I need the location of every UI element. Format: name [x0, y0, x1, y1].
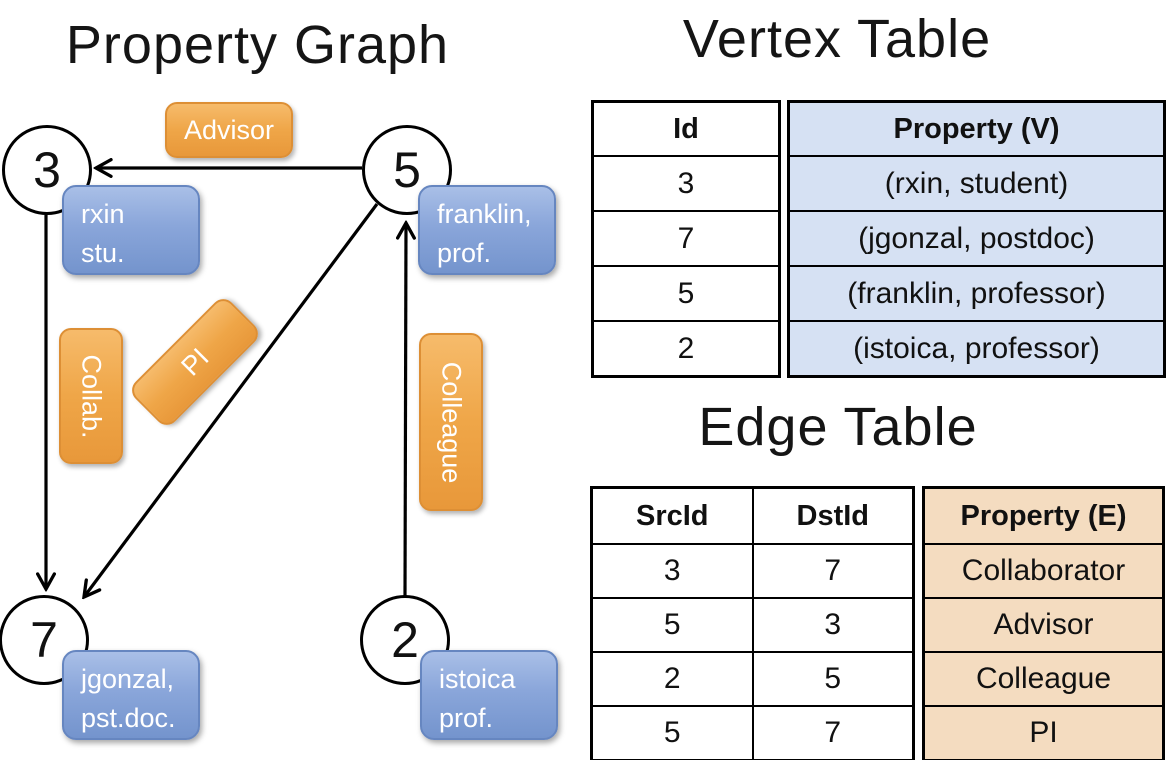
node-3-label: 3 [33, 142, 61, 198]
vertex-property-line: prof. [437, 238, 492, 269]
edge-property-cell: Advisor [925, 597, 1162, 651]
edge-dstid-column: DstId 7 3 5 7 [751, 489, 912, 759]
vertex-property-box-franklin: franklin, prof. [418, 185, 556, 275]
edge-property-column: Property (E) Collaborator Advisor Collea… [922, 486, 1165, 760]
edge-label-advisor: Advisor [165, 102, 293, 158]
edge-label-collab-text: Collab. [76, 353, 107, 439]
vertex-id-column: Id 3 7 5 2 [591, 100, 781, 378]
edge-srcid-header: SrcId [635, 499, 709, 532]
vertex-property-cell: (istoica, professor) [790, 320, 1163, 375]
node-7-label: 7 [30, 612, 58, 668]
node-5-label: 5 [393, 142, 421, 198]
edge-dstid-cell: 3 [753, 597, 912, 651]
vertex-property-header: Property (V) [790, 103, 1163, 155]
vertex-table: Id 3 7 5 2 Property (V) (rxin, student) … [591, 100, 1166, 378]
node-2-label: 2 [391, 612, 419, 668]
vertex-property-box-jgonzal: jgonzal, pst.doc. [62, 650, 200, 740]
vertex-property-line: prof. [439, 703, 494, 734]
edge-srcid-cell: 5 [593, 597, 752, 651]
edge-label-pi-text: PI [175, 342, 215, 382]
edge-5-to-7-pi [84, 203, 379, 597]
vertex-id-cell: 7 [594, 210, 778, 265]
edge-srcid-column: SrcId 3 5 2 5 [593, 489, 752, 759]
edge-srcid-cell: 5 [593, 705, 752, 759]
vertex-property-line: jgonzal, [81, 664, 175, 694]
edge-dstid-cell: 7 [753, 543, 912, 597]
vertex-table-title: Vertex Table [682, 9, 992, 69]
vertex-property-cell: (jgonzal, postdoc) [790, 210, 1163, 265]
edge-dstid-header: DstId [796, 499, 870, 532]
property-graph-title: Property Graph [65, 15, 450, 75]
vertex-id-cell: 5 [594, 265, 778, 320]
vertex-property-line: franklin, [437, 199, 532, 229]
edge-property-cell: Colleague [925, 651, 1162, 705]
edge-label-colleague: Colleague [419, 333, 483, 511]
vertex-property-cell: (rxin, student) [790, 155, 1163, 210]
vertex-property-cell: (franklin, professor) [790, 265, 1163, 320]
edge-property-cell: Collaborator [925, 543, 1162, 597]
vertex-property-line: pst.doc. [81, 703, 176, 734]
edge-property-header: Property (E) [925, 489, 1162, 543]
vertex-property-line: stu. [81, 238, 125, 269]
graph-node-5: 5 [362, 125, 452, 215]
vertex-property-box-istoica: istoica prof. [420, 650, 558, 740]
edge-srcid-cell: 2 [593, 651, 752, 705]
edge-srcid-cell: 3 [593, 543, 752, 597]
edge-dstid-cell: 7 [753, 705, 912, 759]
graph-node-2: 2 [360, 595, 450, 685]
edge-table-title: Edge Table [698, 397, 978, 457]
graph-edges-canvas [0, 0, 585, 760]
vertex-property-box-rxin: rxin stu. [62, 185, 200, 275]
edge-label-advisor-text: Advisor [183, 114, 275, 145]
edge-property-cell: PI [925, 705, 1162, 759]
vertex-property-line: istoica [439, 664, 516, 694]
edge-label-colleague-text: Colleague [436, 361, 467, 483]
edge-2-to-5-colleague [405, 223, 406, 597]
vertex-property-column: Property (V) (rxin, student) (jgonzal, p… [787, 100, 1166, 378]
edge-src-dst-columns: SrcId 3 5 2 5 DstId 7 3 5 7 [590, 486, 915, 760]
vertex-id-header: Id [673, 112, 699, 145]
vertex-id-cell: 3 [594, 155, 778, 210]
edge-table: SrcId 3 5 2 5 DstId 7 3 5 7 Property (E)… [590, 486, 1165, 760]
edge-label-collab: Collab. [59, 328, 123, 464]
vertex-property-line: rxin [81, 199, 125, 229]
edge-dstid-cell: 5 [753, 651, 912, 705]
vertex-id-cell: 2 [594, 320, 778, 375]
